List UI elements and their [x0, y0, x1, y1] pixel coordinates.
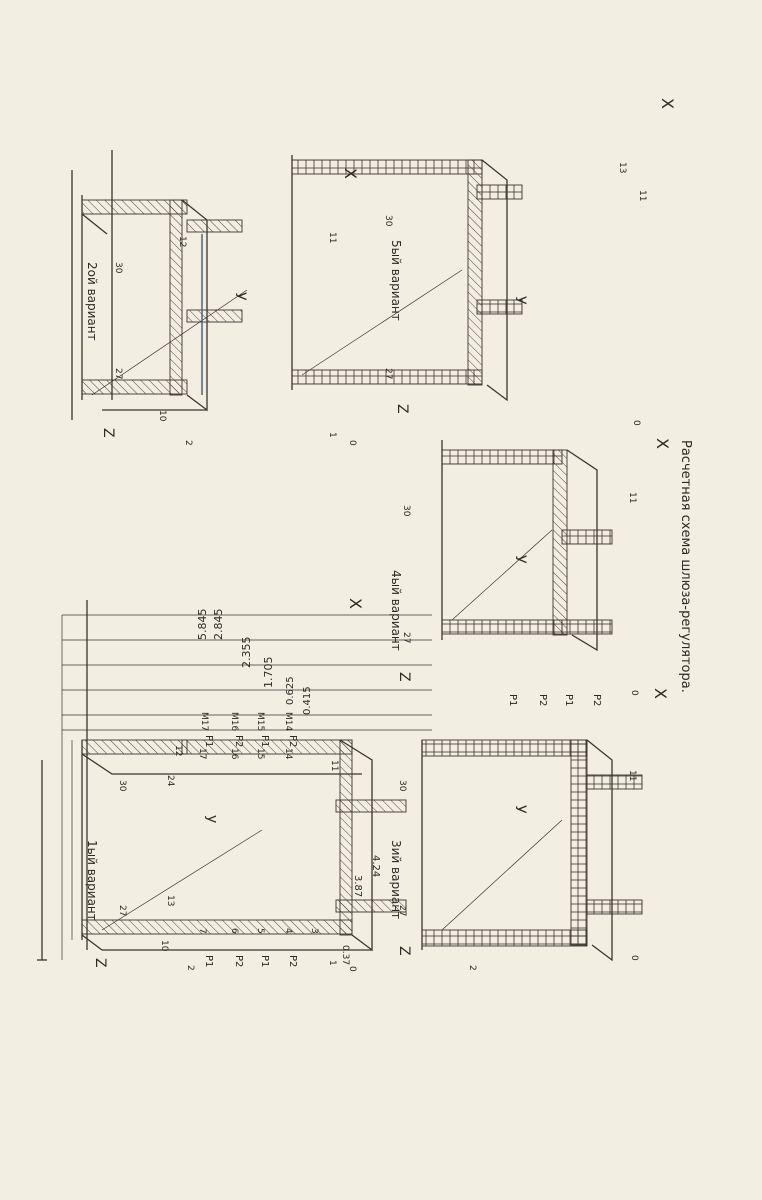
v1-node-10: 10 [159, 940, 169, 952]
v1-num-6: 6 [229, 928, 239, 934]
v1-moment-14: M14 [283, 712, 293, 731]
v2-axis-y: У [232, 292, 248, 301]
v5-axis-z: Z [394, 404, 410, 414]
v1-node-13: 13 [165, 895, 175, 906]
v1-load-right-2: P2 [233, 735, 244, 747]
v3-node-2: 2 [467, 965, 477, 971]
v3-node-30: 30 [397, 780, 407, 792]
variant-3-diagram [421, 739, 643, 962]
v1-num-16: 16 [229, 748, 239, 760]
variant-1-diagram [37, 600, 432, 961]
v4-axis-x: X [653, 438, 672, 449]
v1-num-3: 3 [309, 928, 319, 934]
v1-node-24: 24 [165, 775, 175, 787]
variant-2-title: 2ой вариант [85, 262, 99, 341]
v1-node-2: 2 [185, 965, 195, 971]
variant-1-title: 1ый вариант [85, 840, 99, 921]
v1-node-0: 0 [347, 966, 357, 972]
v2-axis-x: X [341, 168, 360, 179]
v5-axis-y: У [512, 296, 528, 305]
v1-num-5: 5 [255, 928, 265, 934]
v3-node-27: 27 [397, 905, 407, 916]
v1-dim-0625: 0.625 [285, 676, 296, 705]
v1-node-30: 30 [117, 780, 127, 792]
v4-axis-z: Z [396, 672, 412, 682]
v4-node-27: 27 [401, 632, 411, 643]
v2-axis-z: Z [100, 428, 116, 438]
v2-node-30: 30 [113, 262, 123, 274]
v3-axis-z: Z [396, 946, 412, 956]
caption: Расчетная схема шлюза-регулятора. [678, 440, 693, 693]
v3-node-11: 11 [627, 770, 637, 781]
v1-axis-x: X [346, 598, 365, 609]
v4-load-3: P1 [563, 694, 574, 706]
variant-4-title: 4ый вариант [389, 570, 403, 651]
v1-dim-037: 0.37 [340, 945, 350, 965]
v4-load-2: P2 [537, 694, 548, 706]
variant-2-diagram [71, 170, 248, 420]
v1-load-left-1: P1 [203, 955, 214, 967]
v1-moment-15: M15 [255, 712, 265, 731]
v3-axis-y: У [512, 805, 528, 814]
variant-3-title: 3ий вариант [389, 840, 403, 919]
v2-node-10: 10 [157, 410, 167, 422]
v1-load-right-3: P1 [259, 735, 270, 747]
v1-moment-16: M16 [229, 712, 239, 731]
variant-5-title: 5ый вариант [389, 240, 403, 321]
v1-node-11: 11 [329, 760, 339, 771]
v1-load-left-4: P2 [287, 955, 298, 967]
v4-axis-y: У [512, 555, 528, 564]
v1-node-12: 12 [173, 745, 183, 756]
v3-axis-x: X [651, 688, 670, 699]
v5-node-0: 0 [631, 420, 641, 426]
v1-num-15: 15 [255, 748, 265, 759]
v1-num-14: 14 [283, 748, 293, 760]
v1-axis-y: y [204, 815, 220, 823]
variant-5-diagram [111, 150, 523, 402]
v1-load-right-1: P1 [203, 735, 214, 747]
v1-load-left-3: P1 [259, 955, 270, 967]
v5-axis-x: X [658, 98, 677, 109]
v1-dim-387: 3.87 [352, 875, 363, 897]
v1-num-17: 17 [197, 748, 207, 759]
v5-node-30: 30 [383, 215, 393, 227]
v4-load-1: P1 [507, 694, 518, 706]
v2-node-12: 12 [177, 236, 187, 247]
v4-node-11: 11 [627, 492, 637, 503]
v5-node-11: 11 [637, 190, 647, 201]
v5-node-27: 27 [383, 368, 393, 379]
v1-dim-2355: 2.355 [240, 637, 253, 669]
v1-node-27: 27 [117, 905, 127, 916]
v1-load-right-4: P2 [287, 735, 298, 747]
v1-dim-424: 4.24 [370, 855, 381, 877]
v1-dim-0415: 0.415 [302, 686, 313, 715]
v5-node-13: 13 [617, 162, 627, 173]
v2-node-11: 11 [327, 232, 337, 243]
v1-load-left-2: P2 [233, 955, 244, 967]
v1-node-1: 1 [327, 960, 337, 966]
labels-layer: 1ый вариант 2ой вариант 3ий вариант 4ый … [85, 98, 693, 972]
v2-node-2: 2 [183, 440, 193, 446]
v1-num-4: 4 [283, 928, 293, 934]
v1-axis-z: Z [92, 958, 108, 968]
v1-moment-17: M17 [199, 712, 209, 731]
v1-dim-5845: 5.845 [196, 609, 209, 641]
v1-num-7: 7 [197, 928, 207, 934]
v1-dim-2845: 2.845 [212, 609, 225, 641]
v3-node-0: 0 [629, 955, 639, 961]
variant-4-diagram [441, 440, 613, 652]
v1-dim-1705: 1.705 [262, 657, 275, 689]
v2-node-27: 27 [113, 368, 123, 379]
v2-node-0: 0 [347, 440, 357, 446]
v4-load-4: P2 [591, 694, 602, 706]
v4-node-30: 30 [401, 505, 411, 517]
v4-node-0: 0 [629, 690, 639, 696]
v2-node-1: 1 [327, 432, 337, 438]
